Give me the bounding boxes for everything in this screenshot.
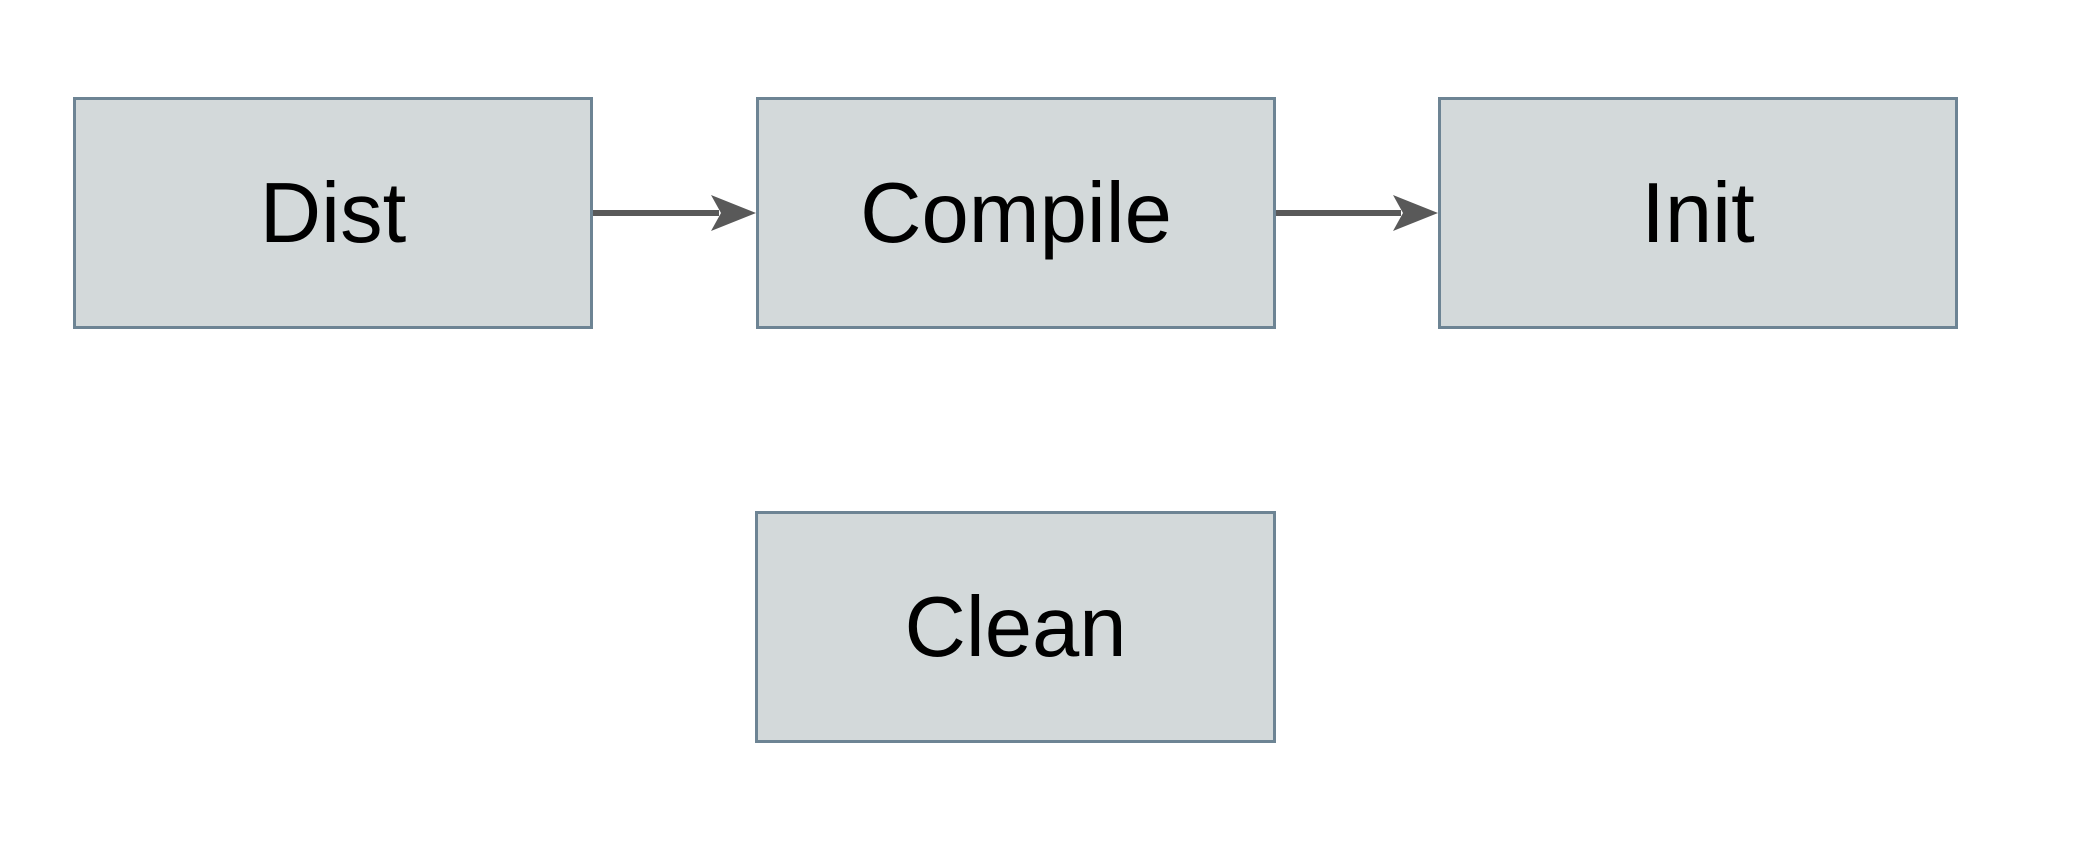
node-compile[interactable]: Compile xyxy=(756,97,1276,329)
node-init[interactable]: Init xyxy=(1438,97,1958,329)
node-dist[interactable]: Dist xyxy=(73,97,593,329)
arrow-head-icon xyxy=(1393,195,1438,231)
node-clean[interactable]: Clean xyxy=(755,511,1276,743)
node-dist-label: Dist xyxy=(259,165,407,261)
node-init-label: Init xyxy=(1641,165,1755,261)
node-compile-label: Compile xyxy=(860,165,1172,261)
arrow-compile-to-init xyxy=(1276,195,1438,231)
node-clean-label: Clean xyxy=(904,579,1127,675)
arrow-dist-to-compile xyxy=(593,195,756,231)
arrow-head-icon xyxy=(711,195,756,231)
